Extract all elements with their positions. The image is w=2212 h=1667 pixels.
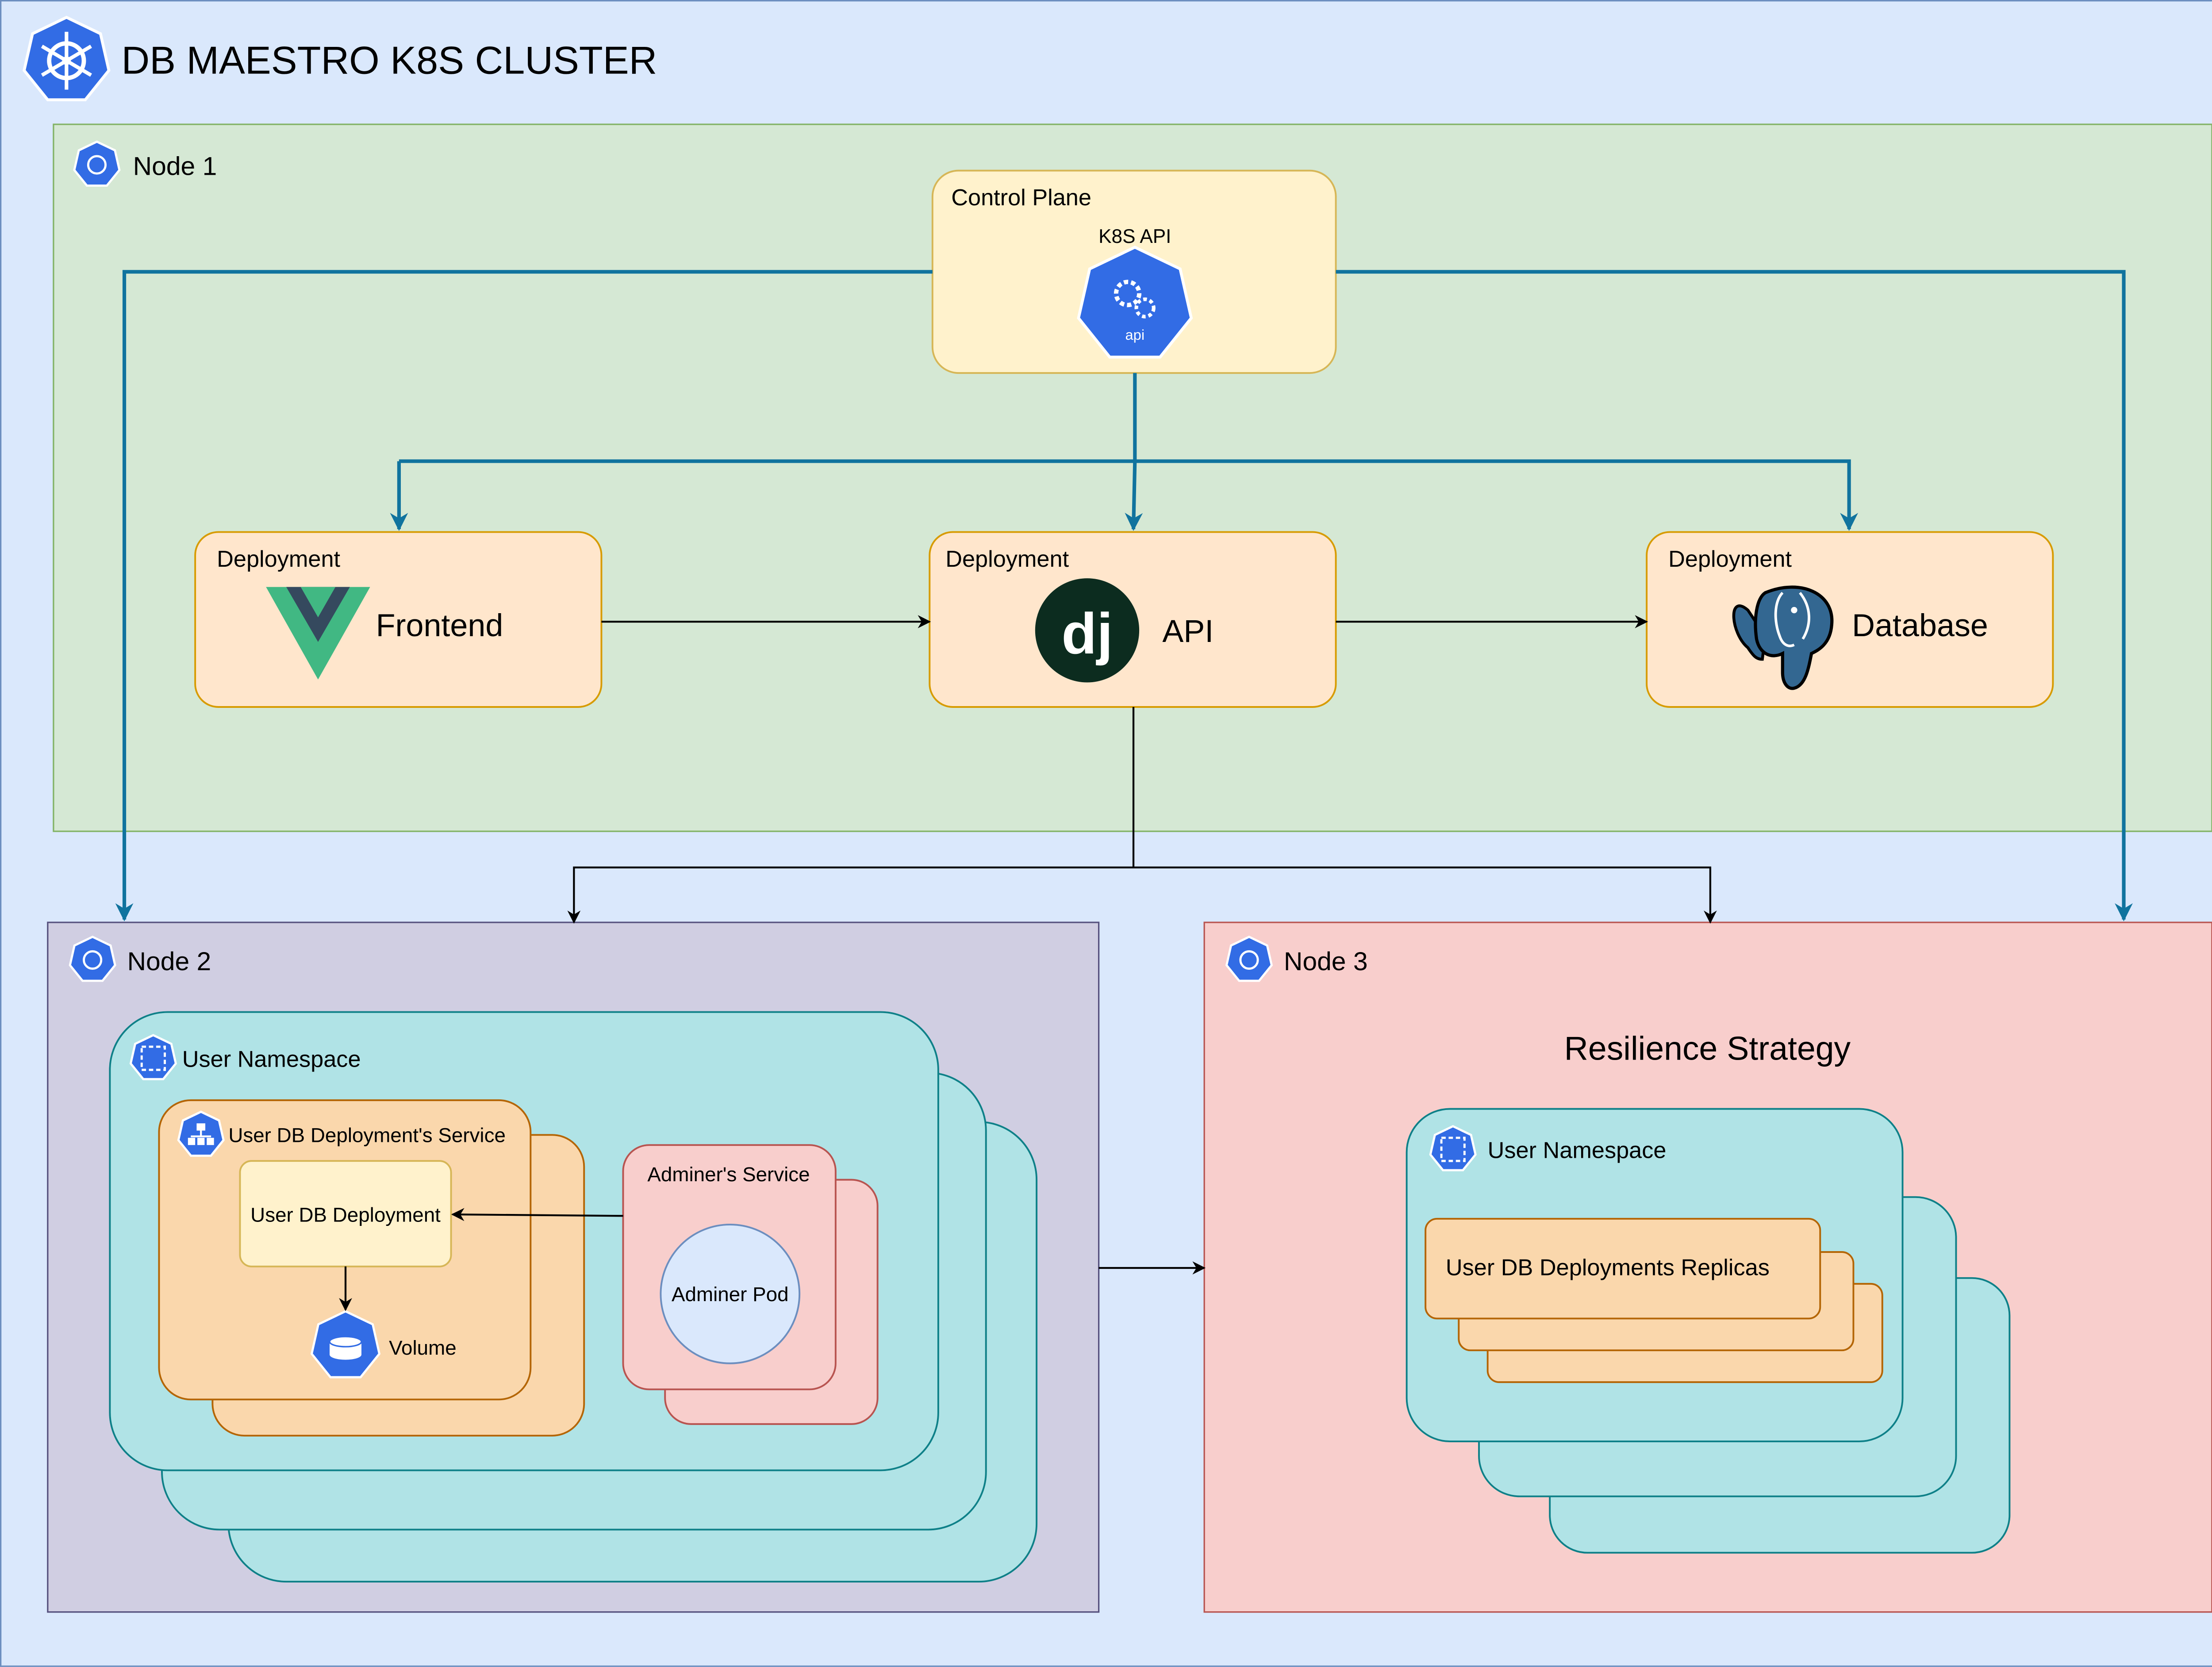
node-2-label: Node 2	[127, 947, 211, 976]
kubernetes-helm-icon	[23, 15, 111, 101]
database-name: Database	[1852, 608, 1988, 643]
arrow-api-to-node-2	[567, 866, 1134, 924]
arrow-control-plane-to-node-2	[115, 270, 933, 922]
adminer-service-label: Adminer's Service	[647, 1163, 810, 1186]
api-kind-label: Deployment	[945, 546, 1069, 572]
adminer-pod-label: Adminer Pod	[672, 1283, 788, 1306]
arrow-to-api	[1125, 461, 1143, 531]
arrow-adminer-to-deployment	[451, 1208, 623, 1221]
arrow-api-to-node-3	[1133, 866, 1717, 924]
user-db-deployment-label: User DB Deployment	[250, 1203, 441, 1226]
arrow-control-plane-to-node-3	[1336, 270, 2133, 922]
k8s-service-icon	[178, 1112, 223, 1156]
k8s-node-icon	[1226, 937, 1271, 981]
arrow-to-database	[1135, 459, 1859, 531]
replicas-label: User DB Deployments Replicas	[1446, 1255, 1770, 1280]
replicas-box[interactable]	[1425, 1218, 1821, 1320]
adminer-pod-circle[interactable]	[660, 1223, 801, 1364]
service-label: User DB Deployment's Service	[228, 1124, 506, 1147]
replica-namespace-label: User Namespace	[1488, 1138, 1667, 1164]
postgresql-elephant-logo	[1732, 585, 1834, 690]
database-kind-label: Deployment	[1668, 546, 1792, 572]
k8s-node-icon	[70, 937, 115, 981]
k8s-api-icon: api	[1077, 246, 1193, 359]
cluster-title: DB MAESTRO K8S CLUSTER	[122, 38, 657, 82]
k8s-namespace-icon	[131, 1035, 176, 1079]
django-logo: dj	[1035, 578, 1140, 683]
k8s-node-icon	[74, 142, 119, 185]
svg-text:dj: dj	[1061, 601, 1113, 666]
api-name: API	[1162, 614, 1214, 649]
frontend-kind-label: Deployment	[217, 546, 340, 572]
resilience-strategy-title: Resilience Strategy	[1564, 1029, 1851, 1067]
node-1-label: Node 1	[133, 152, 217, 181]
node-3-label: Node 3	[1284, 947, 1368, 976]
control-plane-label: Control Plane	[951, 185, 1091, 211]
svg-text:api: api	[1125, 326, 1145, 343]
connector-arrows	[115, 270, 2133, 1311]
namespace-label: User Namespace	[182, 1047, 361, 1072]
k8s-volume-icon	[310, 1310, 381, 1379]
volume-label: Volume	[389, 1337, 457, 1359]
frontend-deployment-box[interactable]	[194, 531, 603, 708]
k8s-namespace-icon	[1430, 1126, 1475, 1170]
vue-logo	[266, 587, 370, 680]
k8s-api-label: K8S API	[1098, 226, 1171, 247]
frontend-name: Frontend	[376, 608, 503, 643]
